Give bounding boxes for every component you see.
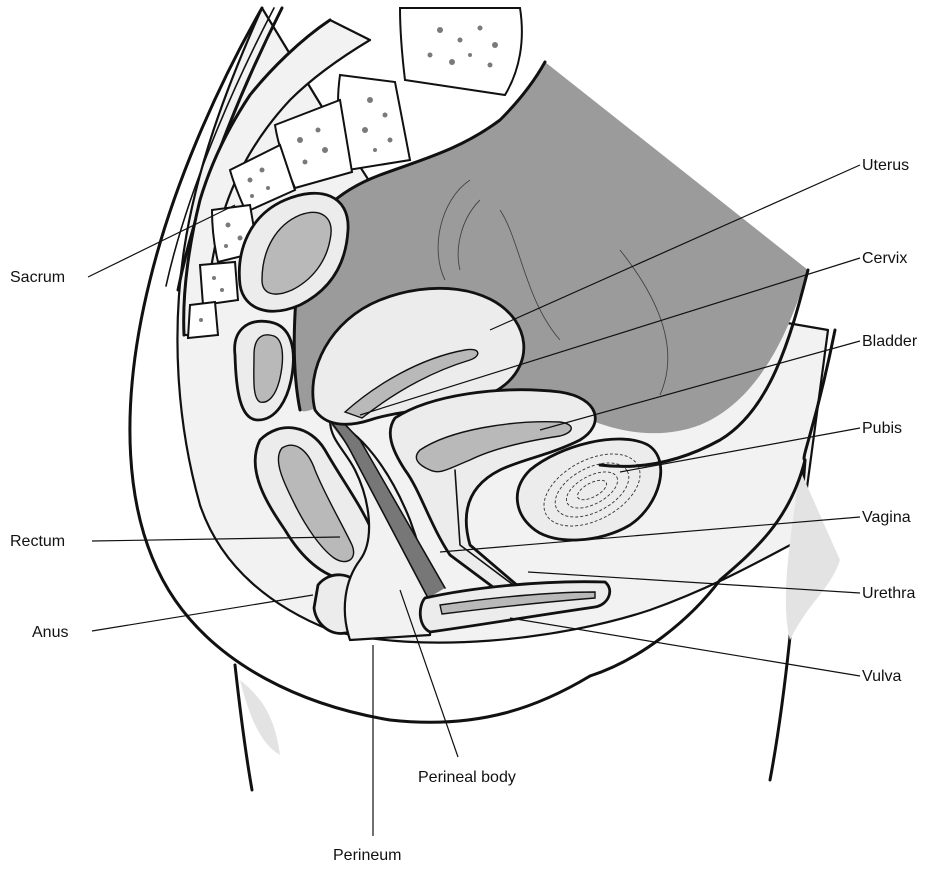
label-perineal-body: Perineal body <box>418 769 516 786</box>
label-sacrum: Sacrum <box>10 269 65 286</box>
label-pubis: Pubis <box>862 420 902 437</box>
label-vulva: Vulva <box>862 668 902 685</box>
leader-anus <box>92 595 313 631</box>
label-anus: Anus <box>32 624 68 641</box>
label-rectum: Rectum <box>10 533 65 550</box>
label-cervix: Cervix <box>862 250 907 267</box>
label-vagina: Vagina <box>862 509 911 526</box>
leader-vulva <box>510 618 860 676</box>
label-perineum: Perineum <box>333 847 401 864</box>
label-urethra: Urethra <box>862 585 915 602</box>
label-uterus: Uterus <box>862 157 909 174</box>
label-bladder: Bladder <box>862 333 918 350</box>
